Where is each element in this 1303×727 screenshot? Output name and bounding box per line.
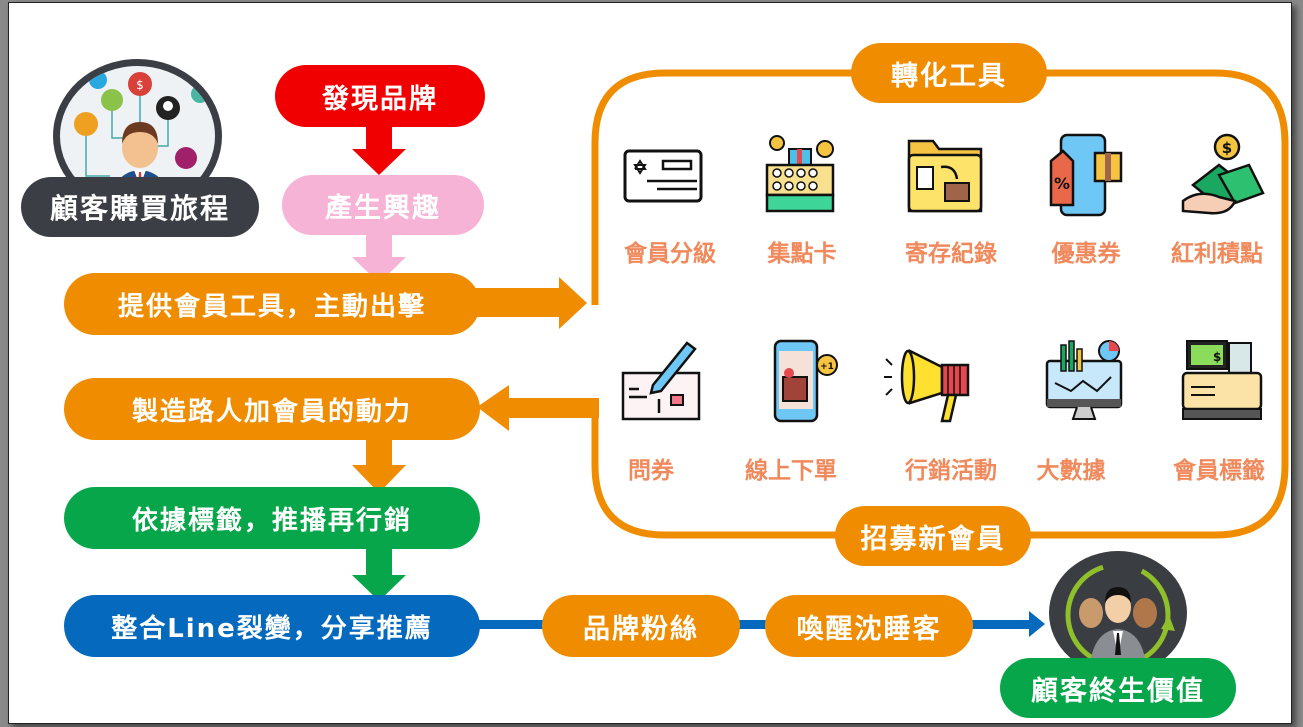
step-line-referral[interactable]: 整合Line裂變，分享推薦 (64, 595, 480, 657)
tool-label-marketing-campaign: 行銷活動 (905, 458, 997, 484)
arrow-interest-to-tools (352, 231, 406, 283)
step-member-motivation[interactable]: 製造路人加會員的動力 (64, 378, 480, 440)
customer-group-cycle-icon (1065, 562, 1175, 675)
arrow-to-tools-panel (464, 277, 587, 329)
online-order-phone-icon: +1 (773, 339, 838, 423)
svg-text:$: $ (1213, 350, 1221, 364)
svg-text:%: % (1054, 174, 1070, 193)
customer-journey-title: 顧客購買旅程 (21, 177, 259, 237)
tool-label-bonus-points: 紅利積點 (1171, 241, 1263, 267)
customer-network-icon: $ (74, 71, 209, 206)
svg-text:$: $ (136, 78, 144, 92)
step-discover-brand[interactable]: 發現品牌 (275, 65, 485, 127)
arrow-motivation-to-tags (352, 437, 406, 493)
arrow-to-lifetime-value (1029, 611, 1045, 637)
tool-label-big-data: 大數據 (1036, 458, 1106, 484)
coupon-phone-icon: % (1049, 133, 1123, 217)
lifetime-value-avatar (1049, 551, 1187, 675)
svg-text:+1: +1 (820, 362, 834, 372)
tools-panel-title: 轉化工具 (851, 43, 1047, 103)
membership-card-icon (623, 149, 703, 203)
tool-label-coupon: 優惠券 (1051, 241, 1121, 267)
big-data-monitor-icon (1045, 340, 1123, 420)
tool-label-member-tags: 會員標籤 (1173, 458, 1265, 484)
slide: $ 顧客購買旅程 發現品牌 產生興趣 提供會員工具，主動出擊 製造路人加會員的動… (8, 2, 1292, 724)
tool-label-membership-tier: 會員分級 (624, 241, 716, 267)
customer-lifetime-value: 顧客終生價值 (1000, 658, 1236, 718)
tool-label-survey: 問券 (628, 458, 674, 484)
tools-panel-footer: 招募新會員 (835, 506, 1031, 566)
tool-label-storage-record: 寄存紀錄 (905, 241, 997, 267)
stage-brand-fans[interactable]: 品牌粉絲 (542, 595, 740, 657)
blue-connector-line (474, 620, 1034, 629)
survey-pencil-icon (621, 341, 701, 421)
bonus-money-icon: $ (1181, 133, 1265, 215)
tool-label-stamp-card: 集點卡 (767, 241, 837, 267)
step-generate-interest[interactable]: 產生興趣 (282, 175, 484, 235)
connectors (352, 69, 1289, 637)
svg-text:$: $ (1222, 139, 1232, 157)
step-tag-remarketing[interactable]: 依據標籤，推播再行銷 (64, 487, 480, 549)
storage-folder-icon (907, 139, 983, 213)
stage-reactivate-dormant[interactable]: 喚醒沈睡客 (765, 595, 973, 657)
stamp-card-icon (765, 135, 835, 213)
step-member-tools[interactable]: 提供會員工具，主動出擊 (64, 273, 480, 335)
cash-register-icon: $ (1181, 340, 1263, 420)
arrow-tags-to-line (352, 548, 406, 601)
tools-panel-frame (591, 69, 1289, 539)
arrow-discover-to-interest (352, 123, 406, 175)
megaphone-icon (884, 348, 970, 423)
tool-label-online-order: 線上下單 (745, 458, 837, 484)
arrow-from-tools-panel (477, 385, 599, 431)
